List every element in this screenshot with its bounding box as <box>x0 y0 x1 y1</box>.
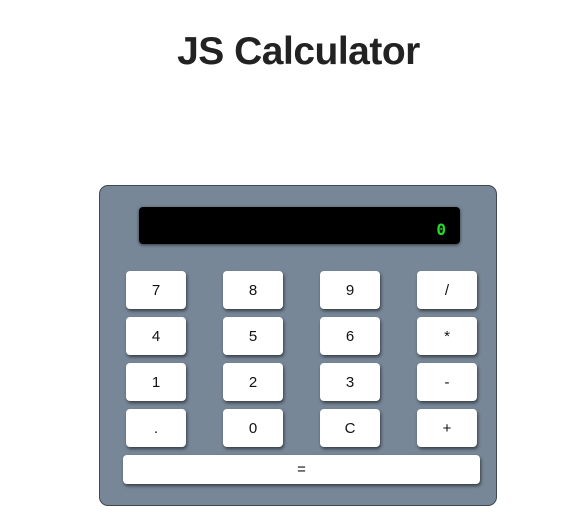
key-9[interactable]: 9 <box>320 271 380 309</box>
key-decimal[interactable]: . <box>126 409 186 447</box>
key-clear[interactable]: C <box>320 409 380 447</box>
key-multiply[interactable]: * <box>417 317 477 355</box>
key-0[interactable]: 0 <box>223 409 283 447</box>
display-value: 0 <box>436 219 446 239</box>
key-subtract[interactable]: - <box>417 363 477 401</box>
key-equals[interactable]: = <box>123 455 480 484</box>
key-3[interactable]: 3 <box>320 363 380 401</box>
page-title: JS Calculator <box>177 30 420 73</box>
key-1[interactable]: 1 <box>126 363 186 401</box>
key-6[interactable]: 6 <box>320 317 380 355</box>
calculator-display: 0 <box>139 207 460 244</box>
key-2[interactable]: 2 <box>223 363 283 401</box>
key-add[interactable]: + <box>417 409 477 447</box>
calculator: 0 7 8 9 / 4 5 6 * 1 2 3 - . 0 C + = <box>99 185 497 506</box>
key-7[interactable]: 7 <box>126 271 186 309</box>
key-4[interactable]: 4 <box>126 317 186 355</box>
key-5[interactable]: 5 <box>223 317 283 355</box>
key-divide[interactable]: / <box>417 271 477 309</box>
key-8[interactable]: 8 <box>223 271 283 309</box>
